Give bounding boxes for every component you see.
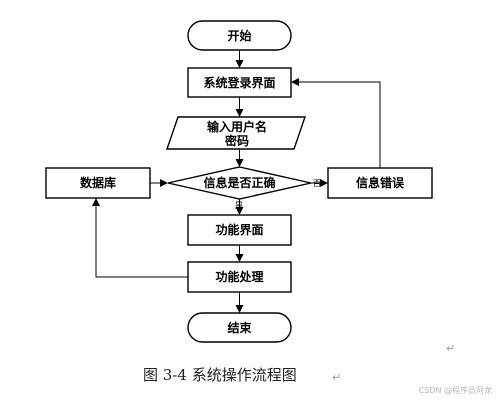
paragraph-mark-right: ↵ (446, 342, 455, 355)
function-ui-node (187, 214, 292, 246)
input-credentials-label-line1: 输入用户名 (207, 119, 267, 134)
function-ui-label: 功能界面 (215, 222, 263, 237)
edge-label-no: 否 (313, 179, 321, 188)
watermark: CSDN @程序员阿龙 (419, 385, 492, 395)
login-screen-node (187, 67, 292, 98)
end-label: 结束 (227, 320, 252, 335)
input-credentials-label-line2: 密码 (225, 133, 249, 148)
database-label: 数据库 (80, 175, 116, 190)
input-credentials-node (166, 116, 306, 150)
figure-caption: 图 3-4 系统操作流程图 (143, 366, 297, 384)
function-process-label: 功能处理 (215, 269, 263, 284)
login-screen-label: 系统登录界面 (203, 75, 275, 90)
end-node (187, 312, 292, 343)
database-node (45, 167, 151, 199)
start-label: 开始 (227, 28, 251, 43)
edge-process-to-database (92, 198, 188, 278)
error-label: 信息错误 (356, 175, 405, 190)
function-process-node (187, 261, 292, 293)
edge-label-yes: 是 (235, 201, 243, 210)
check-decision-label: 信息是否正确 (203, 175, 275, 190)
edge-error-to-login (291, 78, 381, 168)
paragraph-mark-caption: ↵ (332, 371, 341, 384)
